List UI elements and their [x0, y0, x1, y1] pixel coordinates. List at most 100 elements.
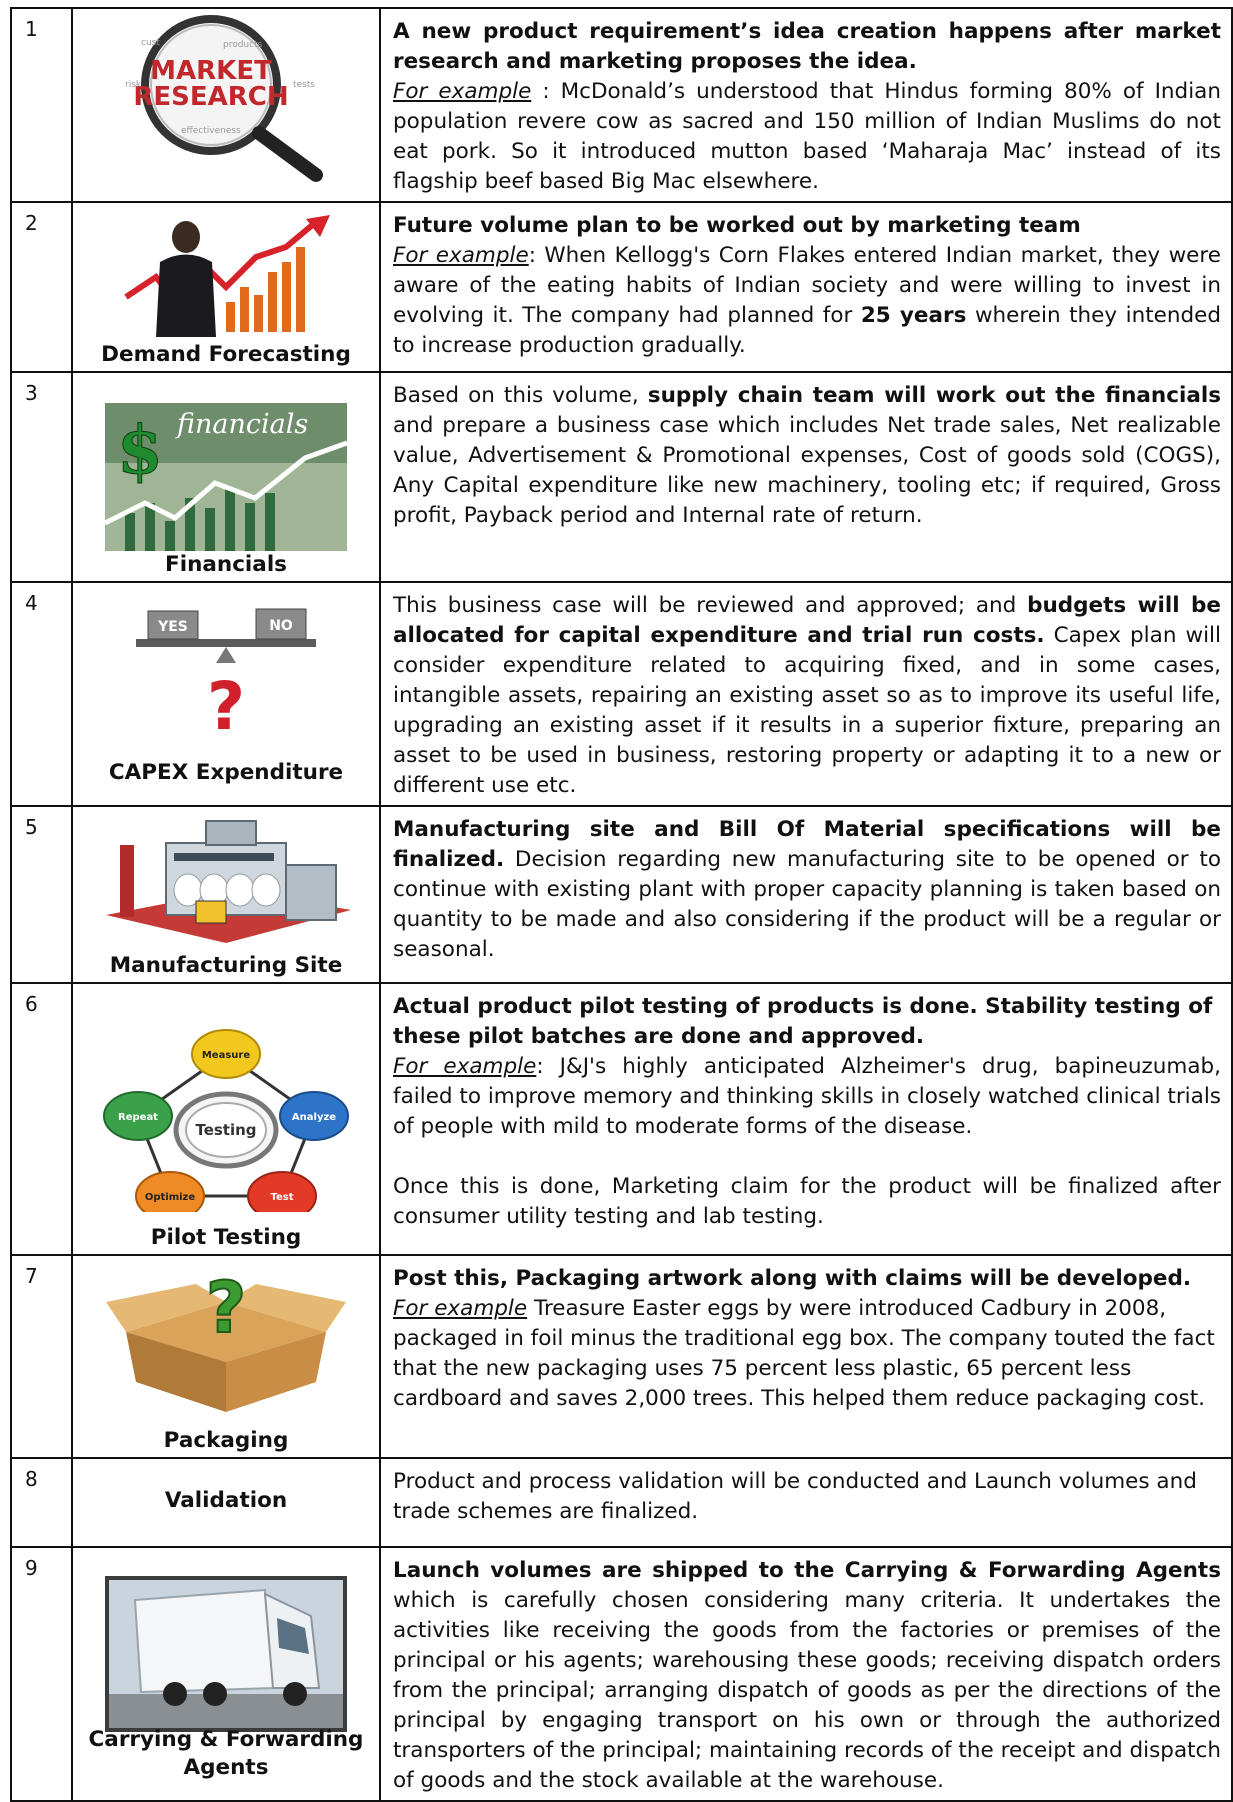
table-row: 7 ? Packaging Post this, Packaging artwo… [10, 1254, 1233, 1459]
image-word-no: NO [269, 618, 293, 634]
delivery-truck-image [105, 1576, 347, 1732]
image-cell: YES NO ? CAPEX Expenditure [71, 581, 381, 807]
capex-scale-question-image: YES NO ? [136, 608, 316, 741]
example-label: For example [393, 1054, 537, 1079]
step-body: and prepare a business case which includ… [393, 413, 1221, 528]
example-separator: : [531, 79, 561, 104]
example-separator: : [536, 1054, 560, 1079]
svg-text:?: ? [206, 1267, 247, 1349]
svg-text:Repeat: Repeat [118, 1112, 158, 1123]
cycle-node-repeat: Repeat [103, 1091, 173, 1141]
image-word-2: RESEARCH [133, 82, 288, 112]
image-cell: Manufacturing Site [71, 805, 381, 984]
step-headline: Manufacturing site and Bill Of Material … [393, 817, 1221, 872]
step-number: 4 [10, 581, 73, 807]
cycle-node-analyze: Analyze [279, 1091, 349, 1141]
step-number: 6 [10, 982, 73, 1256]
step-description: Product and process validation will be c… [379, 1457, 1233, 1548]
step-body: When Kellogg's Corn Flakes entered India… [393, 243, 1221, 328]
step-number: 2 [10, 201, 73, 373]
step-headline: Actual product pilot testing of products… [393, 994, 1213, 1049]
step-body: which is carefully chosen considering ma… [393, 1588, 1221, 1793]
example-label: For example [393, 243, 529, 268]
step-description: Post this, Packaging artwork along with … [379, 1254, 1233, 1459]
example-label: For example [393, 1296, 528, 1321]
step-body-pre: This business case will be reviewed and … [393, 593, 1028, 618]
image-caption: Carrying & Forwarding Agents [88, 1727, 364, 1780]
image-cell: cust products MARKET RESEARCH risk tests… [71, 7, 381, 203]
testing-cycle-diagram: Measure Analyze Test Optimize [103, 1029, 349, 1212]
table-row: 4 YES NO ? CAPEX Expenditure This busin [10, 581, 1233, 807]
svg-text:Analyze: Analyze [292, 1112, 336, 1123]
svg-text:tests: tests [293, 80, 315, 90]
step-headline: A new product requirement’s idea creatio… [393, 19, 1221, 74]
table-row: 2 Deman [10, 201, 1233, 373]
image-caption: Pilot Testing [150, 1225, 302, 1250]
step-headline: Post this, Packaging artwork along with … [393, 1266, 1192, 1291]
step-description: Future volume plan to be worked out by m… [379, 201, 1233, 373]
svg-text:effectiveness: effectiveness [181, 126, 241, 136]
step-body-pre: Based on this volume, [393, 383, 648, 408]
step-body: Capex plan will consider expenditure rel… [393, 623, 1221, 798]
image-cell: Measure Analyze Test Optimize [71, 982, 381, 1256]
cycle-center: Testing [173, 1091, 279, 1169]
svg-text:Testing: Testing [195, 1121, 256, 1139]
step-body: McDonald’s understood that Hindus formin… [393, 79, 1221, 194]
factory-building-image [106, 820, 351, 943]
step-headline: budgets will be allocated for capital ex… [393, 593, 1221, 648]
image-cell: Carrying & Forwarding Agents [71, 1546, 381, 1802]
process-steps-table: 1 cust products MARKET RESEARCH risk tes… [10, 7, 1233, 1802]
image-caption: Validation [164, 1488, 288, 1513]
emphasis: 25 years [860, 303, 967, 328]
financials-money-image: $ financials [105, 403, 347, 551]
table-row: 8 Validation Product and process validat… [10, 1457, 1233, 1548]
step-description: A new product requirement’s idea creatio… [379, 7, 1233, 203]
table-row: 1 cust products MARKET RESEARCH risk tes… [10, 7, 1233, 203]
table-row: 6 Measure Analyze Test [10, 982, 1233, 1256]
cycle-node-optimize: Optimize [135, 1171, 205, 1212]
step-body: Decision regarding new manufacturing sit… [393, 847, 1221, 962]
step-number: 8 [10, 1457, 73, 1548]
table-row: 3 $ financials Financials [10, 371, 1233, 583]
packaging-box-image: ? [106, 1266, 346, 1412]
image-caption: Packaging [163, 1428, 289, 1453]
example-separator: : [528, 243, 545, 268]
svg-text:risk: risk [125, 80, 142, 90]
image-caption: Financials [165, 552, 287, 577]
step-number: 1 [10, 7, 73, 203]
step-description: This business case will be reviewed and … [379, 581, 1233, 807]
step-body-cont: wherein they intended to increase produc… [393, 303, 1221, 358]
demand-forecast-chart-image [116, 207, 336, 337]
table-row: 9 Carrying & Forwarding Agents Launch vo [10, 1546, 1233, 1802]
svg-text:$: $ [117, 411, 163, 489]
step-number: 7 [10, 1254, 73, 1459]
step-body: Product and process validation will be c… [393, 1469, 1197, 1524]
example-label: For example [393, 79, 532, 104]
cycle-node-test: Test [247, 1171, 317, 1212]
step-followup: Once this is done, Marketing claim for t… [393, 1174, 1221, 1229]
market-research-magnifier-image: cust products MARKET RESEARCH risk tests… [125, 15, 323, 182]
step-number: 5 [10, 805, 73, 984]
step-description: Manufacturing site and Bill Of Material … [379, 805, 1233, 984]
svg-text:Measure: Measure [202, 1050, 250, 1061]
step-headline: supply chain team will work out the fina… [647, 383, 1221, 408]
step-description: Actual product pilot testing of products… [379, 982, 1233, 1256]
step-number: 3 [10, 371, 73, 583]
step-headline: Launch volumes are shipped to the Carryi… [393, 1558, 1221, 1583]
svg-text:Test: Test [270, 1192, 293, 1203]
step-headline: Future volume plan to be worked out by m… [393, 213, 1081, 238]
image-word-yes: YES [157, 619, 188, 635]
step-description: Launch volumes are shipped to the Carryi… [379, 1546, 1233, 1802]
image-cell: ? Packaging [71, 1254, 381, 1459]
image-word: financials [175, 409, 308, 440]
svg-text:cust: cust [141, 38, 160, 48]
image-cell: $ financials Financials [71, 371, 381, 583]
cycle-node-measure: Measure [191, 1029, 261, 1079]
table-row: 5 Manufacturing Site Manufa [10, 805, 1233, 984]
image-cell: Demand Forecasting [71, 201, 381, 373]
svg-text:Optimize: Optimize [145, 1192, 196, 1203]
step-body: Treasure Easter eggs by were introduced … [393, 1296, 1215, 1411]
step-number: 9 [10, 1546, 73, 1802]
image-caption: Demand Forecasting [101, 342, 351, 367]
svg-text:?: ? [207, 668, 245, 741]
